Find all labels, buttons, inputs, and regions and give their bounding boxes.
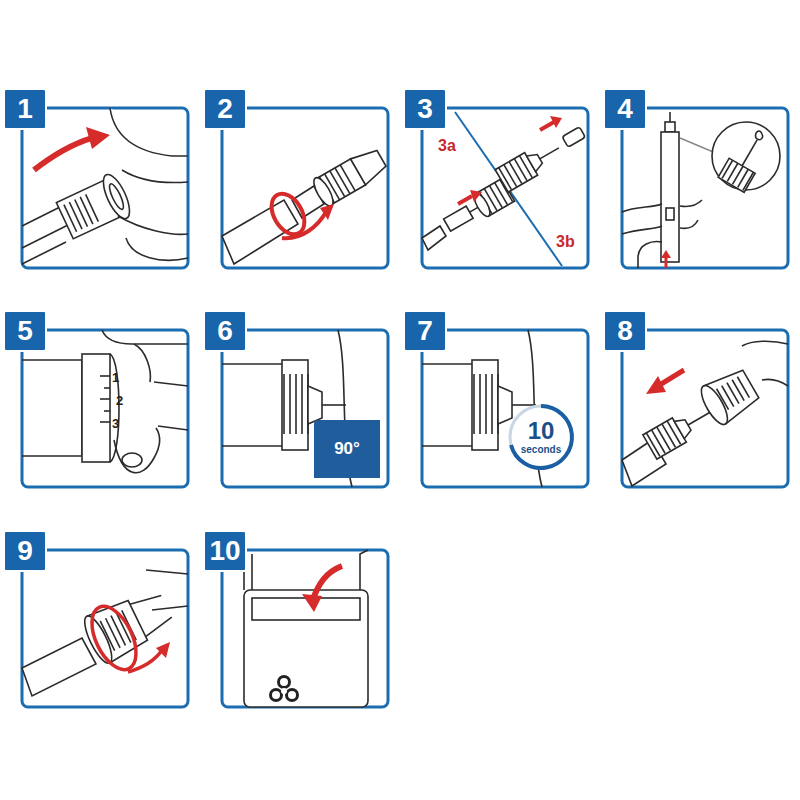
step-badge: 10 — [203, 530, 247, 572]
timer-number: 10 — [528, 419, 555, 443]
angle-box: 90° — [314, 420, 380, 478]
step-sub-label: 3b — [556, 234, 575, 250]
panel-3-drawing — [422, 112, 585, 266]
dose-mark: 3 — [112, 417, 119, 430]
step-number: 2 — [217, 95, 233, 123]
panel-frames — [22, 108, 788, 707]
step-number: 7 — [417, 317, 433, 345]
dose-mark: 2 — [116, 394, 123, 407]
timer-unit: seconds — [521, 445, 562, 455]
step-number: 4 — [617, 95, 633, 123]
step-badge: 8 — [603, 310, 647, 352]
step-number: 8 — [617, 317, 633, 345]
panel-8-drawing — [622, 341, 788, 486]
panel-10-drawing — [244, 550, 368, 707]
step-number: 9 — [17, 537, 33, 565]
timer-circle: 10 seconds — [506, 402, 576, 472]
step-badge: 6 — [203, 310, 247, 352]
panel-5-drawing — [22, 330, 188, 473]
step-number: 3 — [417, 95, 433, 123]
biohazard-symbol — [269, 675, 299, 702]
panel-9-drawing — [22, 570, 188, 696]
panel-2-drawing — [222, 145, 389, 264]
step-number: 10 — [209, 537, 240, 565]
step-badge: 9 — [3, 530, 47, 572]
step-number: 6 — [217, 317, 233, 345]
step-sub-label: 3a — [438, 138, 456, 154]
dose-mark: 1 — [112, 371, 119, 384]
panel-4-drawing — [622, 112, 780, 268]
step-badge: 3 — [403, 88, 447, 130]
step-badge: 2 — [203, 88, 247, 130]
angle-text: 90° — [334, 439, 360, 459]
panel-1-drawing — [22, 108, 188, 264]
step-number: 1 — [17, 95, 33, 123]
step-number: 5 — [17, 317, 33, 345]
step-badge: 5 — [3, 310, 47, 352]
step-badge: 4 — [603, 88, 647, 130]
step-badge: 7 — [403, 310, 447, 352]
step-badge: 1 — [3, 88, 47, 130]
